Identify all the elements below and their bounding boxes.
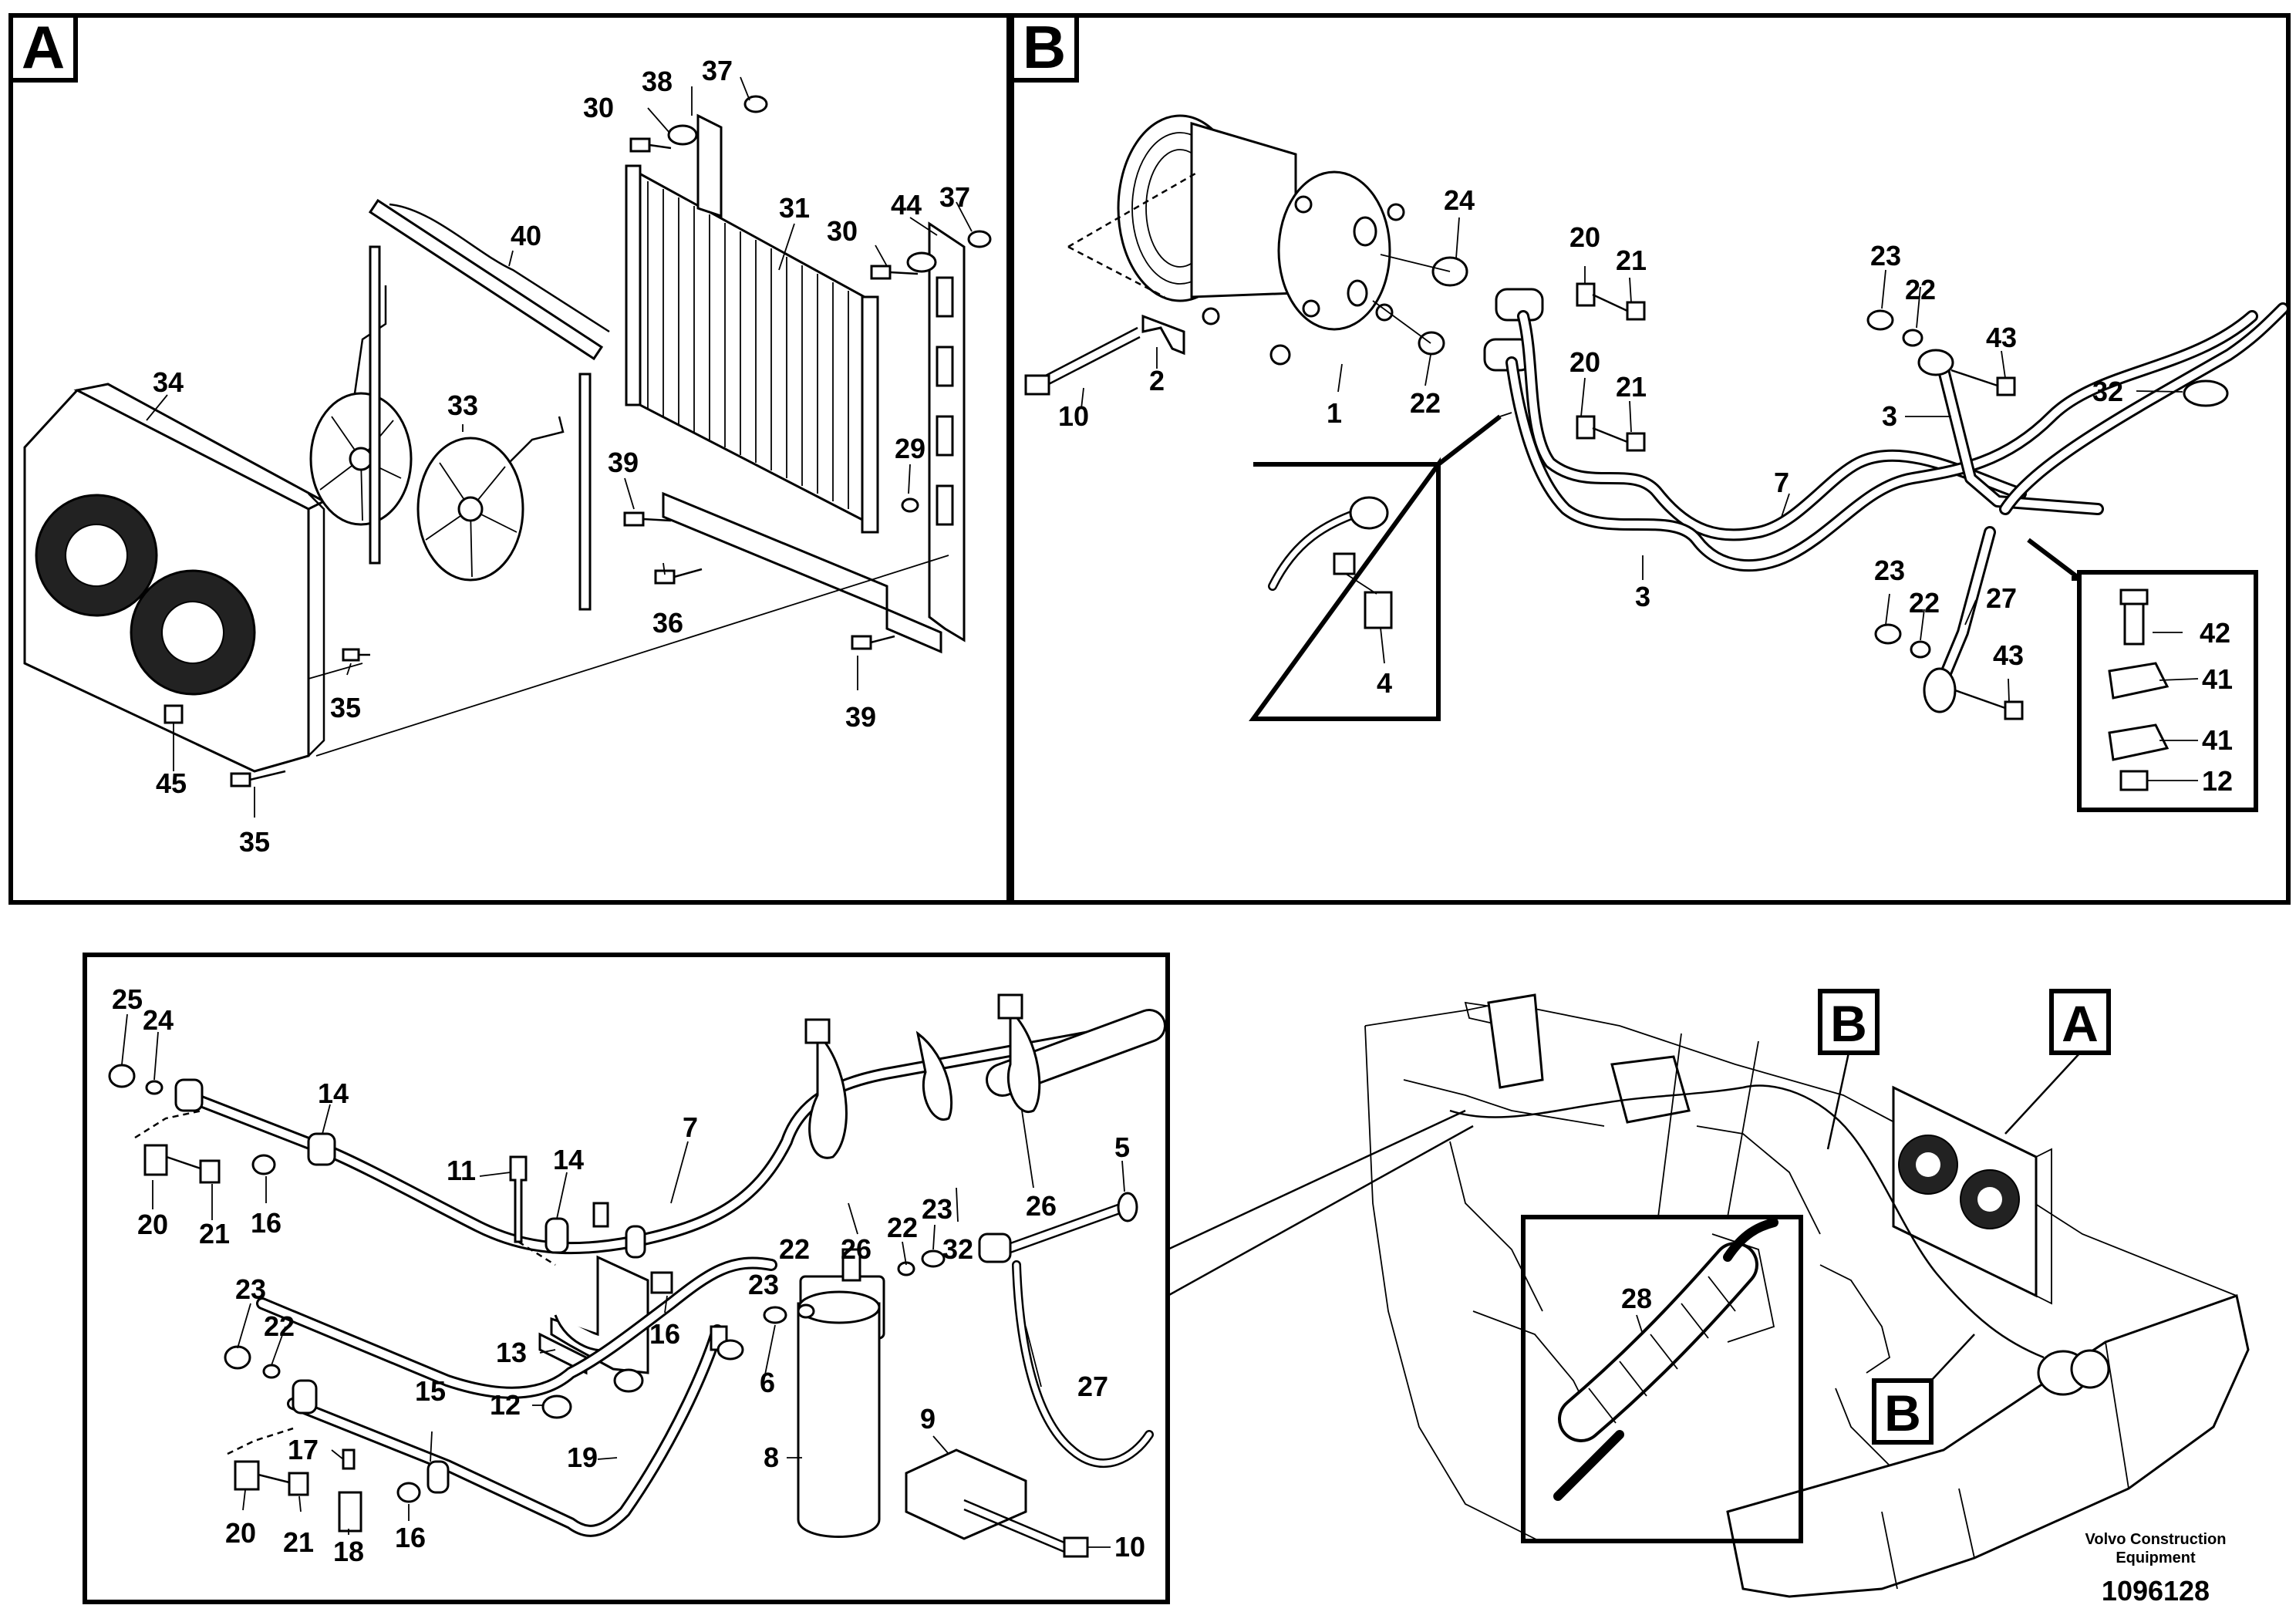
- callout-42: 42: [2200, 617, 2230, 649]
- callout-24: 24: [1444, 184, 1475, 216]
- callout-16: 16: [395, 1522, 426, 1553]
- callout-38: 38: [642, 66, 673, 97]
- callout-21: 21: [1616, 244, 1647, 276]
- callout-15: 15: [415, 1375, 446, 1407]
- callout-41: 41: [2202, 663, 2233, 695]
- callout-10: 10: [1058, 400, 1089, 432]
- callout-27: 27: [1077, 1371, 1108, 1402]
- callout-35: 35: [239, 826, 270, 858]
- callout-32: 32: [942, 1233, 973, 1265]
- callout-29: 29: [895, 433, 925, 464]
- callout-19: 19: [567, 1442, 598, 1473]
- callout-20: 20: [137, 1209, 168, 1240]
- callout-6: 6: [760, 1367, 775, 1398]
- section-a-callouts: 38 37 30 40 31 30 44 37 34 33 39 29 36 3…: [153, 55, 970, 858]
- callout-33: 33: [447, 389, 478, 421]
- callout-7: 7: [1774, 467, 1789, 498]
- callout-23: 23: [748, 1269, 779, 1300]
- callout-36: 36: [652, 607, 683, 639]
- callout-45: 45: [156, 767, 187, 799]
- callout-39: 39: [845, 701, 876, 733]
- callout-34: 34: [153, 366, 184, 398]
- overview-b2-box: [1872, 1378, 1934, 1445]
- callout-14: 14: [553, 1144, 584, 1175]
- callout-31: 31: [779, 192, 810, 224]
- callout-20: 20: [225, 1517, 256, 1549]
- callout-24: 24: [143, 1004, 174, 1036]
- callout-39: 39: [608, 447, 639, 478]
- callout-22: 22: [264, 1310, 295, 1342]
- section-a-label: A: [22, 13, 65, 81]
- callout-11: 11: [447, 1155, 476, 1186]
- callout-26: 26: [841, 1233, 872, 1265]
- callout-9: 9: [920, 1403, 936, 1435]
- callout-7: 7: [683, 1111, 698, 1143]
- callout-23: 23: [922, 1193, 952, 1225]
- overview-b2-label: B: [1884, 1384, 1921, 1442]
- callout-35: 35: [330, 692, 361, 723]
- section-b-drawing: [1024, 114, 2289, 812]
- callout-30: 30: [827, 215, 858, 247]
- callout-27: 27: [1986, 582, 2017, 614]
- callout-43: 43: [1993, 639, 2024, 671]
- callout-22: 22: [779, 1233, 810, 1265]
- section-b-label-box: [1010, 13, 1079, 83]
- callout-44: 44: [891, 189, 922, 221]
- callout-1: 1: [1327, 397, 1342, 429]
- callout-43: 43: [1986, 322, 2017, 353]
- callout-21: 21: [283, 1526, 314, 1558]
- callout-4: 4: [1377, 667, 1392, 699]
- callout-40: 40: [511, 220, 541, 251]
- callout-22: 22: [887, 1212, 918, 1243]
- section-b-label: B: [1023, 13, 1066, 81]
- callout-13: 13: [496, 1337, 527, 1368]
- callout-2: 2: [1149, 365, 1165, 396]
- detail-c-drawing: [108, 993, 1166, 1558]
- callout-10: 10: [1114, 1531, 1145, 1563]
- callout-23: 23: [235, 1273, 266, 1305]
- callout-8: 8: [764, 1442, 779, 1473]
- callout-28: 28: [1621, 1283, 1652, 1314]
- callout-17: 17: [288, 1434, 319, 1465]
- section-a-label-box: [8, 13, 78, 83]
- section-b-callouts: 24 20 21 23 22 43 10 2 1 22 20 21 32 3 7…: [1058, 184, 2233, 797]
- callout-16: 16: [649, 1318, 680, 1350]
- callout-30: 30: [583, 92, 614, 123]
- machine-overview: B A B: [1167, 989, 2250, 1598]
- callout-20: 20: [1569, 221, 1600, 253]
- callout-23: 23: [1874, 555, 1905, 586]
- section-a-frame: [8, 13, 1011, 905]
- detail-c-frame: [83, 953, 1170, 1604]
- callout-12: 12: [490, 1389, 521, 1421]
- callout-5: 5: [1114, 1131, 1130, 1163]
- callout-22: 22: [1410, 387, 1441, 419]
- callout-25: 25: [112, 983, 143, 1015]
- brand-line-1: Volvo Construction: [2085, 1531, 2227, 1548]
- detail-c-callouts: 25 24 14 11 14 7 5 26 32 26 20 21 16 22 …: [112, 983, 1145, 1567]
- callout-3: 3: [1882, 400, 1897, 432]
- callout-14: 14: [318, 1077, 349, 1109]
- callout-37: 37: [939, 181, 970, 213]
- callout-12: 12: [2202, 765, 2233, 797]
- drawing-reference: 1096128: [2102, 1575, 2210, 1607]
- callout-3: 3: [1635, 581, 1650, 612]
- overview-a-label: A: [2062, 995, 2099, 1052]
- callout-22: 22: [1909, 587, 1940, 619]
- brand-line-2: Equipment: [2116, 1549, 2196, 1566]
- callout-26: 26: [1026, 1190, 1057, 1222]
- callout-21: 21: [1616, 371, 1647, 403]
- callout-41: 41: [2202, 724, 2233, 756]
- callout-32: 32: [2092, 376, 2123, 407]
- section-a-drawing: [23, 76, 992, 818]
- callout-18: 18: [333, 1536, 364, 1567]
- callout-16: 16: [251, 1207, 282, 1239]
- section-b-frame: [1010, 13, 2291, 905]
- callout-22: 22: [1905, 274, 1936, 305]
- callout-23: 23: [1870, 240, 1901, 271]
- overview-b-label: B: [1830, 995, 1867, 1052]
- callout-21: 21: [199, 1218, 230, 1249]
- callout-20: 20: [1569, 346, 1600, 378]
- callout-37: 37: [702, 55, 733, 86]
